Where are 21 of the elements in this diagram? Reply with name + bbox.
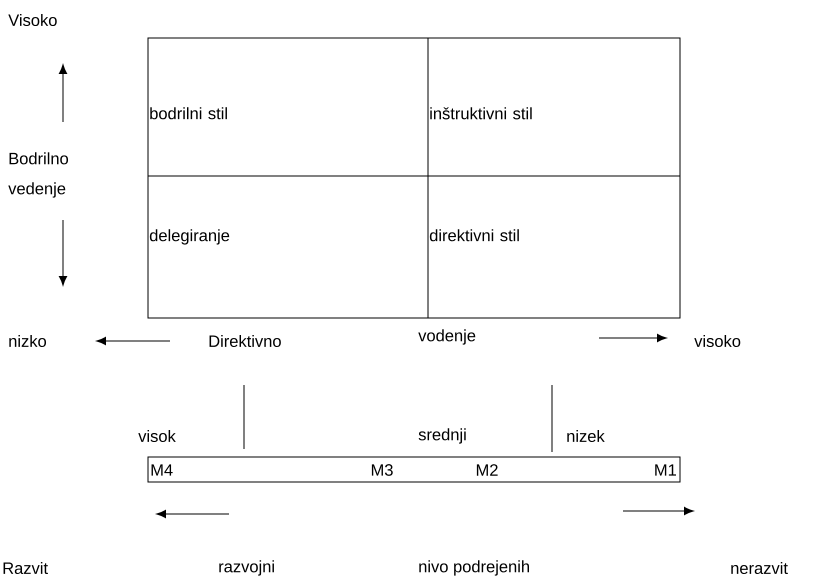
level-label: M3 xyxy=(372,464,393,476)
quadrant-cell: direktivni stil xyxy=(428,176,680,318)
axis-label: visok xyxy=(138,430,176,442)
quadrant-cell: inštruktivni stil xyxy=(428,38,680,176)
axis-label: visoko xyxy=(694,334,740,348)
axis-label: razvojni xyxy=(219,560,274,576)
axis-label: vodenje xyxy=(418,329,476,345)
axis-label: nerazvit xyxy=(731,562,788,574)
level-label: M2 xyxy=(476,464,498,476)
axis-label: Visoko xyxy=(8,14,57,26)
axis-label: nivo podrejenih xyxy=(419,560,529,576)
level-label: M1 xyxy=(655,464,676,476)
level-bar xyxy=(148,456,680,482)
level-label: M4 xyxy=(152,464,173,476)
axis-label: nizko xyxy=(9,334,46,348)
axis-label: nizek xyxy=(567,430,605,442)
axis-label: Direktivno xyxy=(210,334,281,348)
quadrant-cell: delegiranje xyxy=(148,176,428,318)
axis-label: Bodrilno vedenje xyxy=(8,152,68,198)
quadrant-cell: bodrilni stil xyxy=(148,38,428,176)
axis-label: Razvit xyxy=(4,562,48,574)
